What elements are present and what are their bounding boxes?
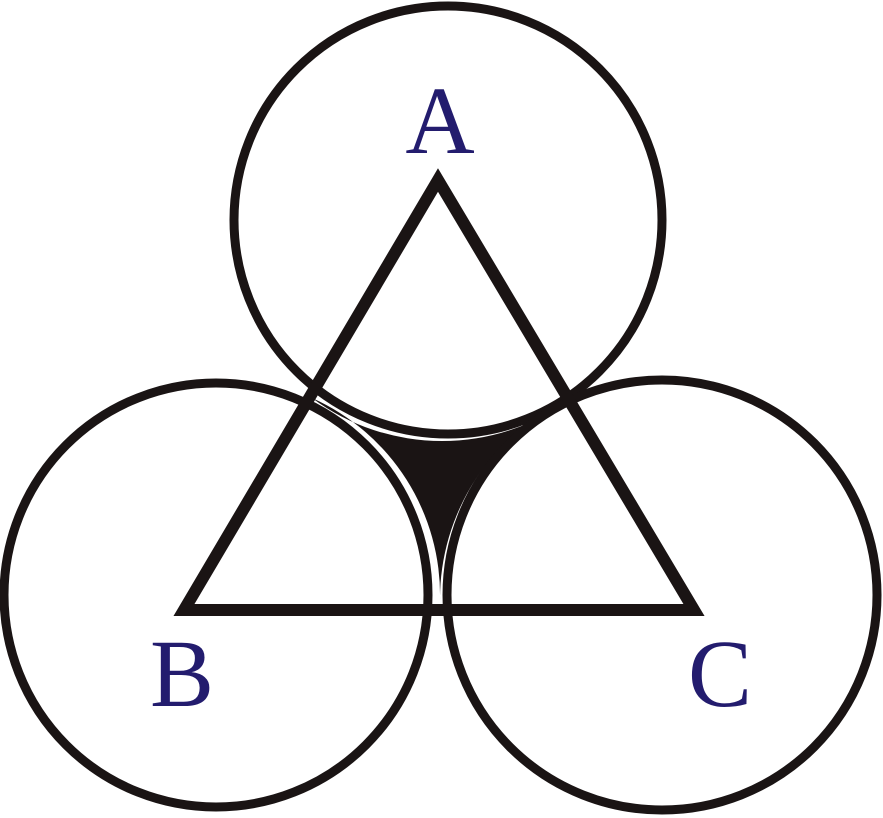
circle-c [442, 375, 882, 815]
circle-b [0, 378, 433, 812]
shaded-central-region [312, 398, 572, 600]
circle-a [229, 1, 667, 439]
label-c: C [688, 620, 752, 727]
triangle-abc [173, 168, 705, 616]
label-b: B [150, 620, 214, 727]
label-a: A [405, 67, 474, 174]
